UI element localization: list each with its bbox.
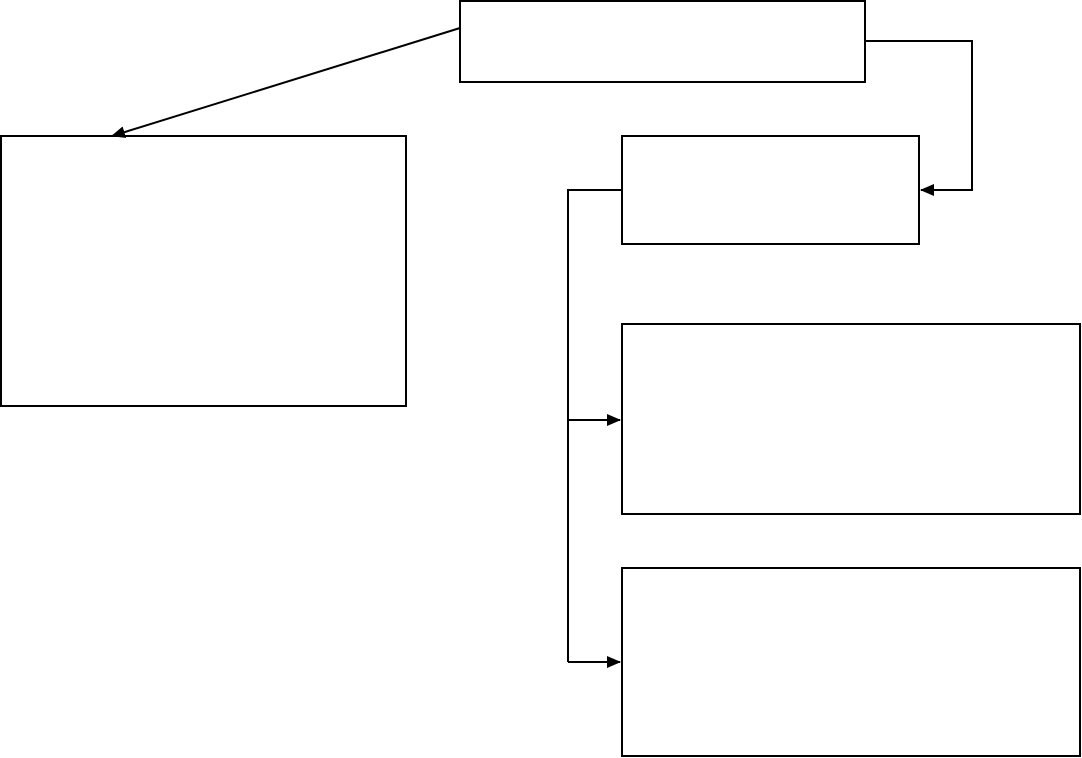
lower-right-box-2 (621, 567, 1081, 757)
left-box (0, 135, 407, 407)
trunk-middle-right-down (567, 189, 622, 662)
arrow-top-to-middle-right (865, 40, 973, 196)
top-box (459, 0, 866, 83)
middle-right-box (621, 135, 920, 245)
arrow-top-to-left (111, 27, 461, 138)
lower-right-box-1 (621, 323, 1081, 515)
